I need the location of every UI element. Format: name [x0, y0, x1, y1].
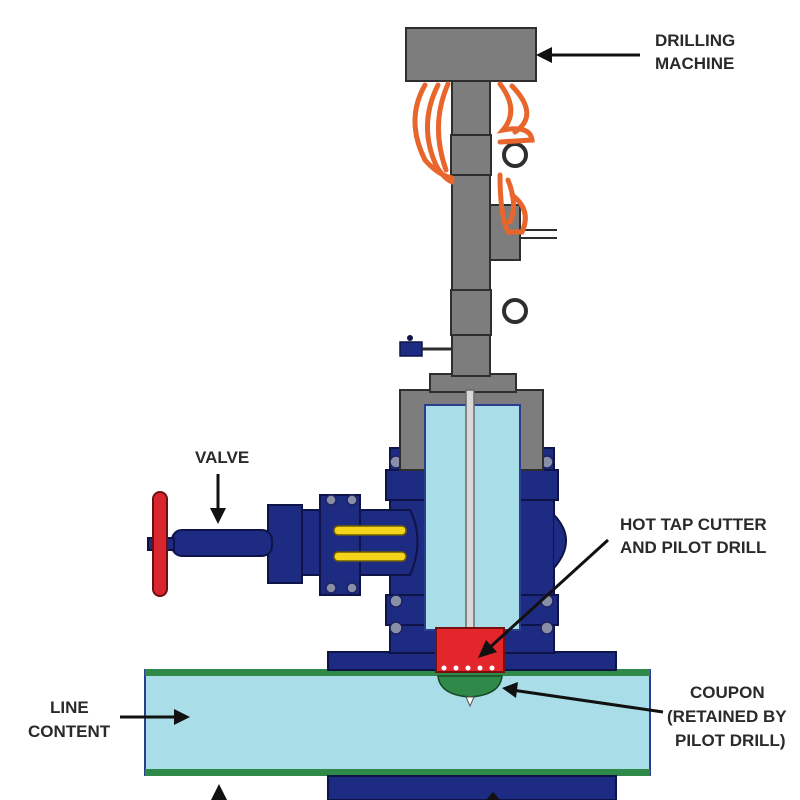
gland-packing [333, 525, 407, 536]
hose [505, 177, 516, 225]
bleed-valve [399, 341, 423, 357]
cutter-tooth [453, 665, 459, 671]
hose [497, 172, 528, 235]
adapter-housing [399, 373, 544, 471]
split-tee-bottom [327, 775, 617, 800]
hose [509, 83, 530, 135]
boring-bar [465, 389, 475, 636]
bolt [346, 494, 358, 506]
coupon-label-line2: (RETAINED BY [667, 707, 787, 726]
valve-handwheel [152, 491, 168, 597]
line-content-label-line2: CONTENT [28, 722, 111, 741]
column-clamp [450, 289, 492, 336]
cutter-arrow-line [485, 538, 610, 652]
bolt [389, 621, 403, 635]
drilling-machine-head [405, 27, 537, 82]
tee-side-bulge [553, 514, 567, 569]
column-clamp [450, 134, 492, 176]
valve-label: VALVE [195, 448, 249, 467]
eyelet [502, 298, 528, 324]
hydraulic-hoses [412, 81, 535, 235]
hose [436, 81, 451, 173]
valve-arrow-head [210, 508, 226, 524]
label-line-content: LINE CONTENT [28, 698, 190, 741]
bottom-arrow-head [486, 792, 500, 800]
hose [425, 82, 455, 185]
hot-tap-cutter-label-line2: AND PILOT DRILL [620, 538, 766, 557]
gland-packing [333, 551, 407, 562]
cutter-tooth [441, 665, 447, 671]
line-content-label-line1: LINE [50, 698, 89, 717]
coupon-arrow-head [502, 682, 518, 698]
cutter-body [435, 627, 505, 673]
cutter-tooth [489, 665, 495, 671]
valve-stem [171, 529, 273, 557]
coupon-arrow-line [511, 688, 664, 714]
hose [496, 81, 535, 145]
coupon-label-line3: PILOT DRILL) [675, 731, 785, 750]
drilling-machine [399, 27, 557, 377]
pilot-drill-tip [465, 696, 475, 708]
valve [147, 491, 419, 597]
label-hot-tap-cutter: HOT TAP CUTTER AND PILOT DRILL [478, 515, 767, 658]
coupon-label-line1: COUPON [690, 683, 765, 702]
pipe-bottom-wall [145, 769, 650, 776]
bolt [325, 582, 337, 594]
cutter-tooth [465, 665, 471, 671]
main-pipe [144, 669, 651, 800]
bolt [325, 494, 337, 506]
drilling-machine-label-line2: MACHINE [655, 54, 734, 73]
label-coupon: COUPON (RETAINED BY PILOT DRILL) [502, 682, 787, 750]
pipe-body [144, 669, 651, 776]
hot-tap-cutter [435, 627, 505, 673]
bolt [389, 594, 403, 608]
coupon [437, 675, 503, 708]
label-drilling-machine: DRILLING MACHINE [536, 31, 735, 73]
bleed-valve-handle [407, 335, 413, 341]
hot-tap-cutter-label-line1: HOT TAP CUTTER [620, 515, 767, 534]
bottom-arrow-head [211, 784, 227, 800]
bolt [346, 582, 358, 594]
drilling-machine-arrow-head [536, 47, 552, 63]
drilling-machine-label-line1: DRILLING [655, 31, 735, 50]
valve-flange [319, 494, 361, 596]
cutter-tooth [477, 665, 483, 671]
label-valve: VALVE [195, 448, 249, 524]
line-content-arrow-head [174, 709, 190, 725]
valve-bonnet [267, 504, 303, 584]
bolt [540, 621, 554, 635]
cutter-arrow-head [478, 640, 497, 658]
pipe-top-wall [145, 669, 650, 676]
eyelet [502, 142, 528, 168]
